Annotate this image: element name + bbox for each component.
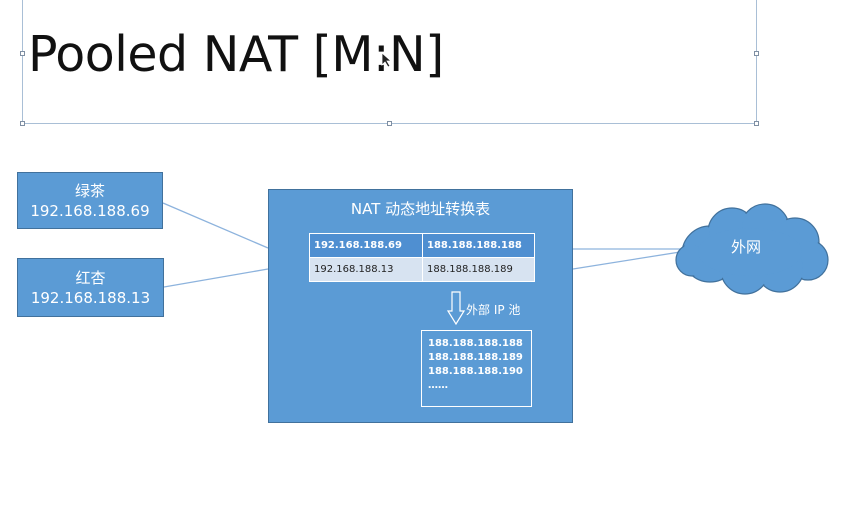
outside-address: 188.188.188.188	[422, 233, 535, 258]
inside-address: 192.168.188.69	[309, 233, 423, 258]
pool-address: 188.188.188.188	[428, 338, 523, 349]
pool-ellipsis: ……	[428, 380, 448, 391]
internet-label: 外网	[730, 238, 761, 256]
resize-handle-bottom-right[interactable]	[754, 121, 759, 126]
pool-address: 188.188.188.189	[428, 352, 523, 363]
host-name: 红杏	[75, 268, 106, 287]
inside-address: 192.168.188.13	[309, 257, 423, 282]
table-row: 192.168.188.13 188.188.188.189	[309, 257, 535, 282]
resize-handle-right[interactable]	[754, 51, 759, 56]
text-cursor-icon	[381, 52, 393, 68]
line-host1-nat	[162, 202, 269, 249]
resize-handle-left[interactable]	[20, 51, 25, 56]
ip-pool-box: 188.188.188.188 188.188.188.189 188.188.…	[421, 330, 532, 407]
host-box-lvcha[interactable]: 绿茶 192.168.188.69	[17, 172, 163, 229]
host-name: 绿茶	[74, 181, 105, 200]
resize-handle-bottom-left[interactable]	[20, 121, 25, 126]
nat-panel[interactable]: NAT 动态地址转换表 192.168.188.69 188.188.188.1…	[268, 189, 573, 423]
line-host2-nat	[163, 268, 269, 288]
line-nat-cloud-2	[572, 251, 681, 270]
resize-handle-bottom[interactable]	[387, 121, 392, 126]
nat-table-title: NAT 动态地址转换表	[350, 200, 491, 218]
host-box-hongxing[interactable]: 红杏 192.168.188.13	[17, 258, 164, 317]
down-arrow-icon	[447, 291, 465, 325]
pool-address: 188.188.188.190	[428, 366, 523, 377]
slide-title[interactable]: Pooled NAT [M:N]	[28, 26, 444, 83]
internet-cloud-icon[interactable]	[670, 202, 832, 296]
ip-pool-label: 外部 IP 池	[466, 303, 521, 317]
table-row: 192.168.188.69 188.188.188.188	[309, 233, 535, 258]
host-ip: 192.168.188.13	[30, 288, 151, 307]
host-ip: 192.168.188.69	[30, 201, 150, 220]
outside-address: 188.188.188.189	[422, 257, 535, 282]
title-placeholder[interactable]	[20, 0, 759, 126]
nat-translation-table: 192.168.188.69 188.188.188.188 192.168.1…	[309, 233, 535, 282]
